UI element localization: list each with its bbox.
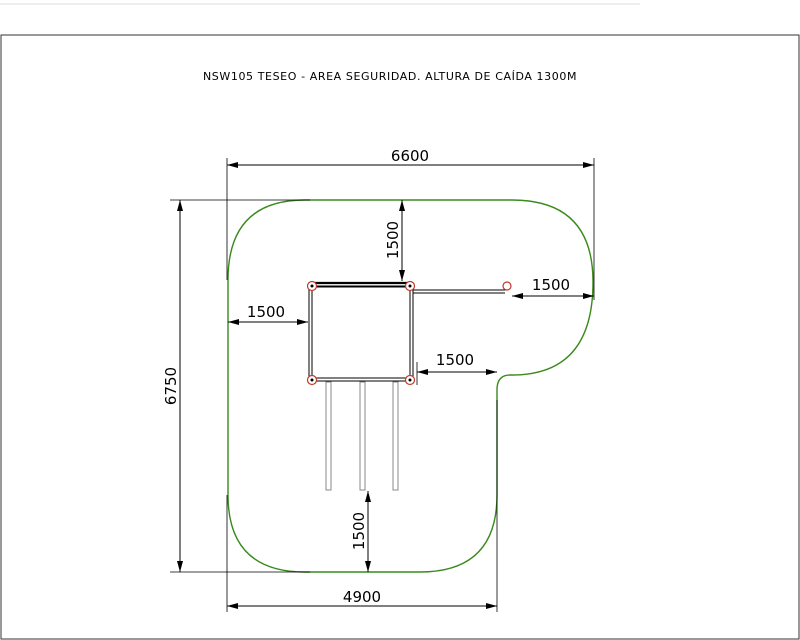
dimension-top-clearance: 1500 [384,200,405,281]
label-left-clearance: 1500 [247,303,285,321]
label-overall-height: 6750 [162,367,180,405]
dimension-bottom-clearance: 1500 [350,491,371,572]
equipment-beam [413,281,512,294]
equipment-poles [325,381,399,491]
drawing-title: NSW105 TESEO - AREA SEGURIDAD. ALTURA DE… [203,70,577,83]
label-mid-clearance: 1500 [436,351,474,369]
label-top-clearance: 1500 [384,221,402,259]
label-right-clearance: 1500 [532,276,570,294]
pole-center [359,381,366,491]
beam-end-post [502,281,512,291]
label-bottom-clearance: 1500 [350,512,368,550]
pole-left [325,381,332,491]
label-overall-width: 6600 [391,147,429,165]
sheet-border [0,34,800,640]
label-bottom-width: 4900 [343,588,381,606]
safety-area-outline [227,199,594,573]
dimension-overall-width: 6600 [226,147,595,300]
dimension-right-clearance: 1500 [512,276,594,299]
dimension-overall-height: 6750 [162,199,310,573]
dimension-bottom-width: 4900 [226,400,498,612]
dimension-left-clearance: 1500 [228,303,308,325]
equipment-platform [308,281,414,382]
pole-right [392,381,399,491]
dimension-mid-clearance: 1500 [416,351,497,385]
equipment-corner-posts [306,280,416,386]
